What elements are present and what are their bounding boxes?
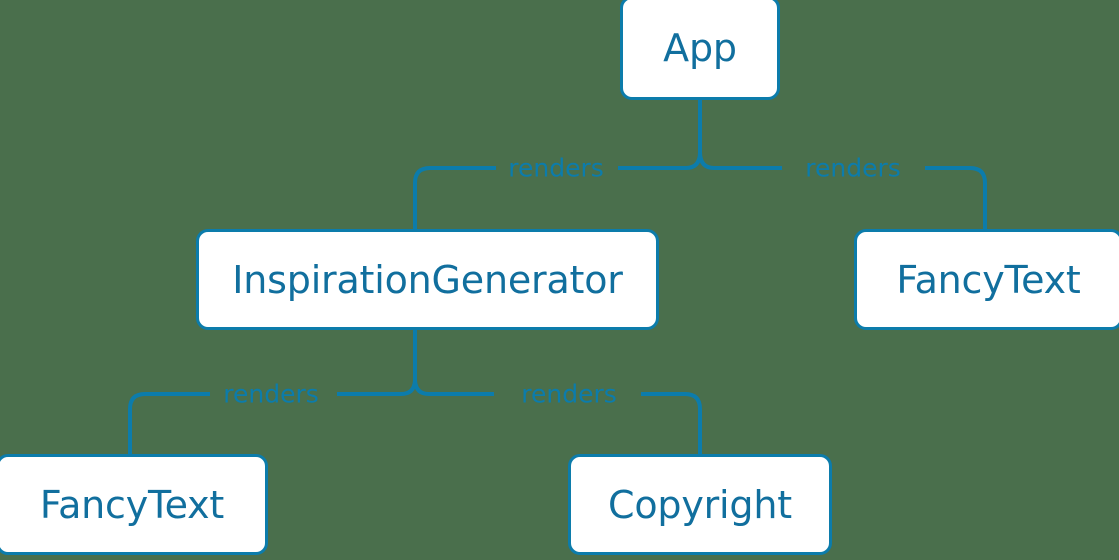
edge-inspiration-to-fancytext-elbow <box>128 392 210 454</box>
edge-label-inspiration-to-copyright: renders <box>521 379 617 409</box>
edge-label-app-to-inspiration-generator: renders <box>508 153 604 183</box>
edge-label-app-to-fancytext-right: renders <box>805 153 901 183</box>
edge-app-stem <box>685 100 702 170</box>
edge-inspiration-stem <box>400 330 417 396</box>
node-app-label: App <box>663 26 737 70</box>
edge-app-to-inspiration-elbow <box>413 166 496 229</box>
node-fancytext-right[interactable]: FancyText <box>854 229 1119 330</box>
edge-app-to-fancytext-right-elbow <box>925 166 987 229</box>
node-fancytext-right-label: FancyText <box>896 257 1081 302</box>
node-copyright-label: Copyright <box>608 482 792 527</box>
edge-inspiration-to-copyright-elbow <box>641 392 702 454</box>
node-copyright[interactable]: Copyright <box>568 454 832 555</box>
edge-label-inspiration-to-fancytext: renders <box>223 379 319 409</box>
node-app[interactable]: App <box>620 0 780 100</box>
edge-inspiration-stem-right <box>413 378 430 396</box>
node-inspiration-generator[interactable]: InspirationGenerator <box>196 229 659 330</box>
node-fancytext-bottom-left-label: FancyText <box>39 482 225 527</box>
edge-app-stem-right <box>698 151 715 170</box>
node-inspiration-generator-label: InspirationGenerator <box>232 257 623 302</box>
node-fancytext-bottom-left[interactable]: FancyText <box>0 454 268 555</box>
